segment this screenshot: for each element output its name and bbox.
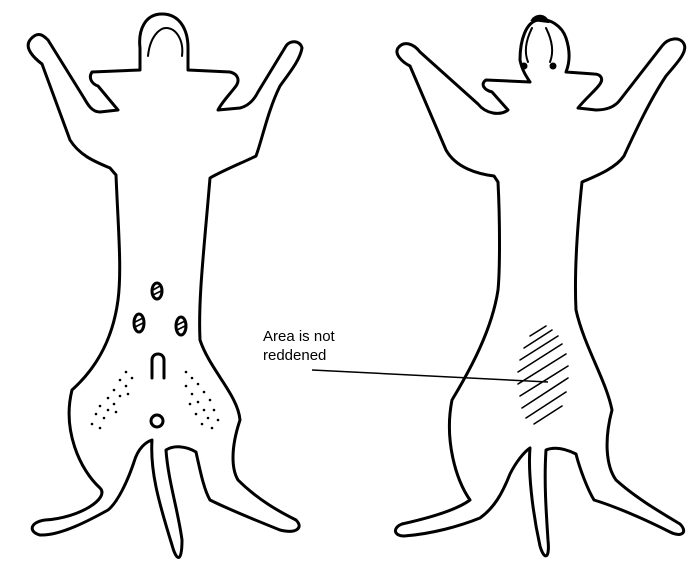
- dorsal-view-animal: [395, 16, 684, 556]
- annotation-line-2: reddened: [263, 347, 326, 364]
- anal-opening: [151, 415, 163, 427]
- right-eye: [550, 63, 557, 70]
- ventral-body-outline: [28, 14, 302, 558]
- dorsal-body-outline: [395, 20, 684, 556]
- annotation-line-1: Area is not: [263, 328, 335, 345]
- ventral-view-animal: [28, 14, 302, 558]
- left-eye: [521, 63, 528, 70]
- annotation-label: Area is not reddened: [263, 327, 335, 365]
- nose-mark: [532, 16, 548, 22]
